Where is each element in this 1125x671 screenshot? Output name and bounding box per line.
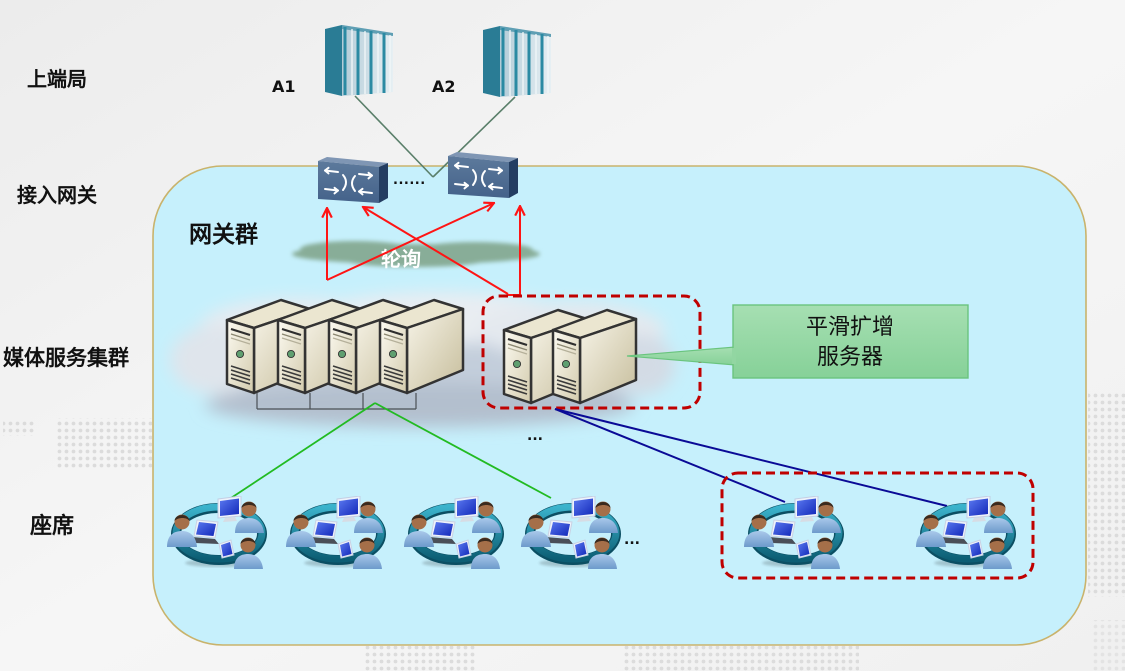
server-rack-icon — [483, 26, 551, 97]
polling-arrow — [326, 203, 494, 281]
gateway-group-title: 网关群 — [189, 221, 258, 248]
callout-box — [732, 304, 969, 379]
seat-link — [374, 402, 552, 499]
callout-line-1: 平滑扩增 — [806, 315, 894, 340]
uplink-a1 — [354, 95, 434, 178]
node-label-a1: A1 — [272, 77, 296, 96]
seat-link — [554, 408, 948, 507]
uplink-a2 — [432, 96, 516, 178]
expansion-media-servers — [502, 308, 638, 405]
network-switch-icon — [318, 157, 388, 204]
row-label-media-cluster: 媒体服务集群 — [3, 346, 129, 370]
expansion-callout: 平滑扩增 服务器 — [626, 304, 969, 379]
node-label-a2: A2 — [432, 77, 456, 96]
polling-arrow — [363, 207, 509, 295]
upper-office-node-a2: A2 — [432, 26, 551, 97]
uplinks — [354, 95, 516, 178]
existing-seat-links — [230, 402, 552, 499]
world-map-dot-pattern — [3, 392, 1125, 671]
seat-link — [230, 402, 376, 499]
seat-link — [554, 408, 786, 503]
polling-label: 轮询 — [381, 247, 421, 271]
network-switch-icon — [448, 152, 518, 199]
seats-ellipsis: ... — [624, 532, 640, 548]
callout-line-2: 服务器 — [817, 345, 883, 370]
row-label-upper-office: 上端局 — [27, 67, 87, 91]
expansion-servers-dashed-box — [481, 294, 702, 410]
polling-arrows — [326, 203, 520, 296]
gateway-ellipsis: ...... — [393, 173, 426, 188]
row-label-access-gateway: 接入网关 — [17, 183, 97, 207]
server-bus-connector — [256, 393, 417, 410]
media-cluster-ellipsis: ... — [527, 428, 543, 444]
existing-media-servers — [225, 298, 465, 395]
server-rack-icon — [325, 25, 393, 96]
row-label-seats: 座席 — [30, 513, 74, 539]
expansion-seat-links — [554, 408, 948, 507]
upper-office-node-a1: A1 — [272, 25, 393, 96]
expansion-seats-dashed-box — [720, 471, 1035, 580]
